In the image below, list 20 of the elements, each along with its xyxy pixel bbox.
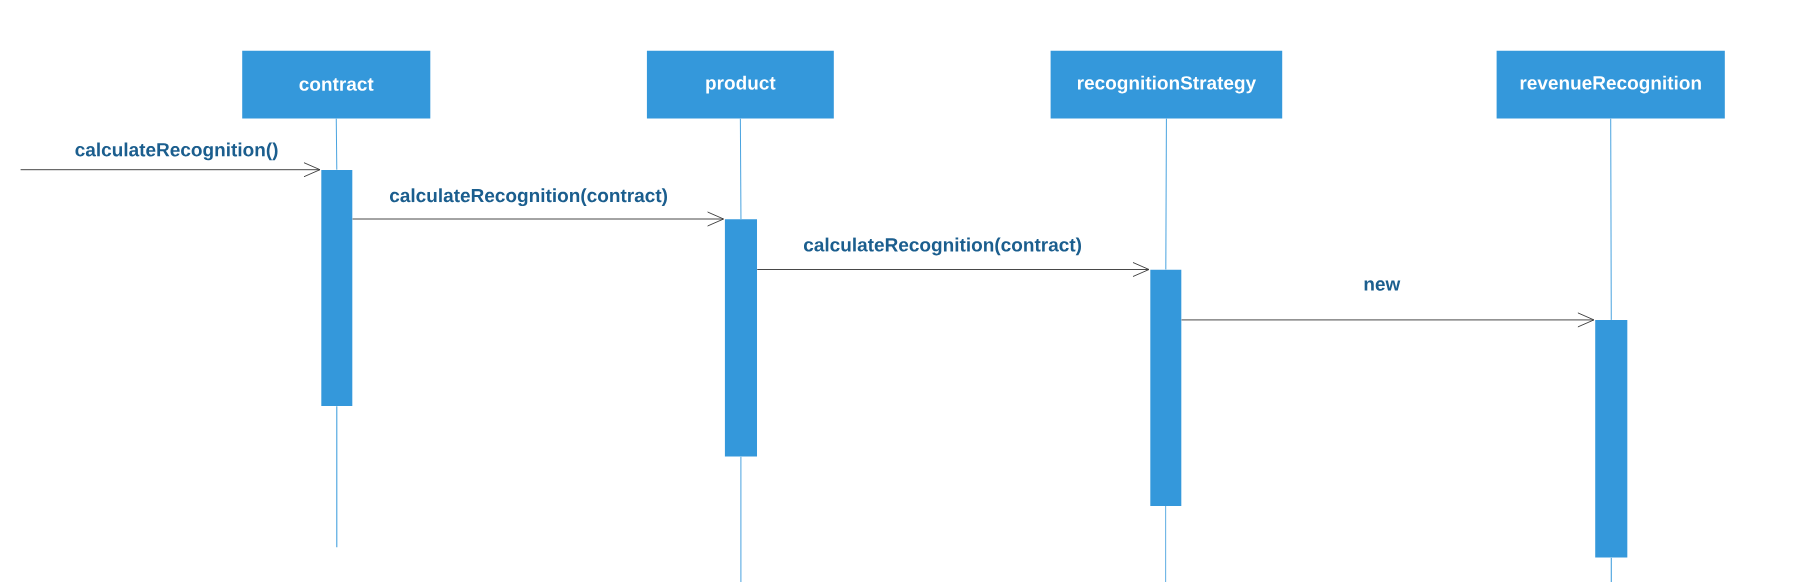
activation-bar: [724, 219, 757, 457]
activation-bar: [321, 169, 353, 407]
activation-bar: [1595, 320, 1628, 558]
message-arrow: [756, 262, 1150, 277]
lifeline-head-box: product: [646, 50, 834, 119]
message-label: new: [1364, 280, 1401, 291]
message-arrow: [1181, 312, 1595, 328]
message-label: calculateRecognition(contract): [804, 237, 1081, 256]
message-arrow: [20, 162, 321, 178]
activation-bar: [1150, 269, 1182, 506]
lifeline: [1165, 118, 1167, 270]
lifeline-head-box: recognitionStrategy: [1050, 50, 1283, 119]
message-arrow: [352, 211, 725, 227]
lifeline-head-box: contract: [242, 50, 431, 119]
lifeline-head-box: revenueRecognition: [1496, 50, 1725, 119]
lifeline: [1610, 118, 1612, 321]
message-label: calculateRecognition(contract): [390, 188, 667, 207]
message-label: calculateRecognition(): [75, 142, 278, 161]
lifeline: [335, 118, 338, 171]
lifeline: [739, 118, 742, 220]
